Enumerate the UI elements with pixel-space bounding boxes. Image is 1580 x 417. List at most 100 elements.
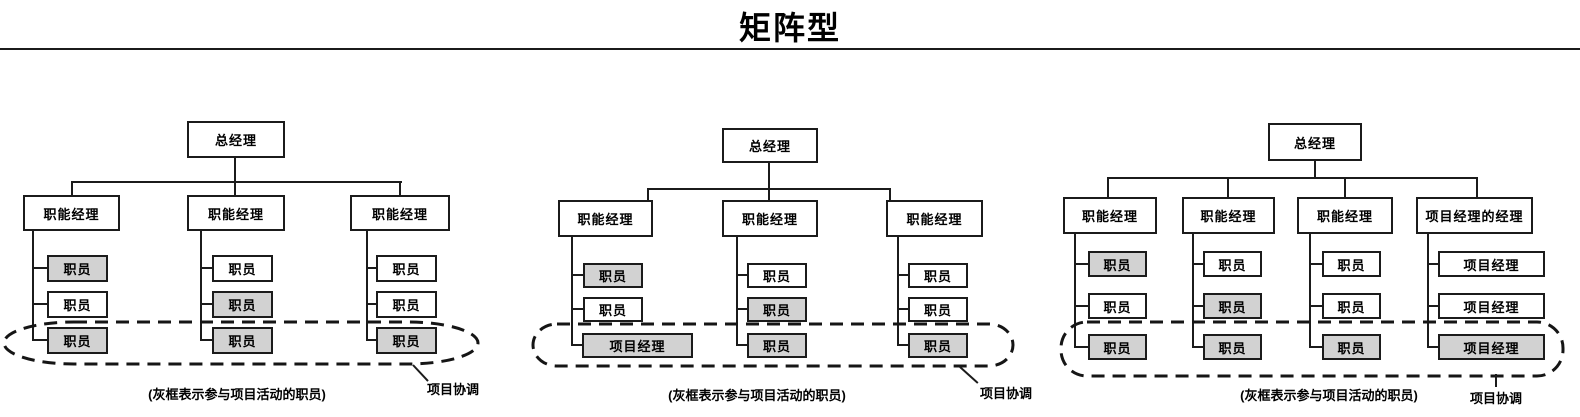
connector-line [32, 339, 47, 341]
connector-line [32, 303, 47, 305]
connector-line [366, 231, 368, 341]
org-box-staff: 职员 [212, 255, 273, 282]
org-box-staff: 职员 [1322, 251, 1381, 277]
connector-line [1476, 177, 1478, 197]
connector-line [1427, 263, 1438, 265]
org-box-manager: 职能经理 [350, 195, 450, 231]
org-box-manager: 项目经理的经理 [1416, 197, 1533, 234]
project-coordination-outline [531, 322, 1015, 368]
org-box-project-manager: 项目经理 [1438, 251, 1545, 277]
connector-line [1107, 177, 1109, 197]
connector-line [571, 308, 584, 310]
connector-line [1309, 263, 1322, 265]
org-box-manager: 职能经理 [1297, 197, 1393, 234]
connector-line [200, 267, 212, 269]
connector-line [1192, 346, 1203, 348]
connector-line [1192, 305, 1203, 307]
org-box-staff: 职员 [47, 255, 108, 282]
connector-line [200, 339, 212, 341]
org-box-staff: 职员 [1203, 293, 1262, 319]
connector-line [366, 267, 377, 269]
org-box-staff: 职员 [1322, 334, 1381, 360]
coordination-label: 项目协调 [980, 386, 1033, 401]
connector-line [736, 308, 748, 310]
connector-line [71, 181, 402, 183]
org-box-staff: 职员 [47, 327, 108, 354]
title-underline [0, 48, 1580, 50]
org-box-staff: 职员 [908, 297, 968, 322]
connector-line [32, 267, 47, 269]
connector-line [768, 163, 770, 201]
connector-line [200, 231, 202, 341]
connector-line [200, 303, 212, 305]
org-box-manager: 职能经理 [1063, 197, 1157, 234]
org-box-staff: 职员 [747, 297, 807, 322]
connector-line [1427, 346, 1438, 348]
connector-line [1309, 305, 1322, 307]
org-box-staff: 职员 [1203, 334, 1262, 360]
connector-line [1309, 234, 1311, 348]
org-box-staff: 职员 [376, 291, 437, 318]
org-box-manager: 职能经理 [558, 200, 653, 237]
connector-line [1074, 346, 1088, 348]
connector-line [1427, 234, 1429, 348]
connector-line [571, 344, 583, 346]
connector-line [736, 274, 748, 276]
connector-line [1314, 161, 1316, 179]
connector-line [71, 181, 73, 195]
connector-line [234, 158, 236, 195]
connector-line [366, 339, 377, 341]
connector-line [1074, 263, 1088, 265]
connector-line [571, 237, 573, 346]
connector-line [1074, 234, 1076, 348]
leader-line [1495, 374, 1497, 387]
connector-line [399, 181, 401, 195]
connector-line [897, 344, 909, 346]
connector-line [1192, 263, 1203, 265]
connector-line [1107, 177, 1478, 179]
connector-line [647, 188, 649, 201]
connector-line [1427, 305, 1438, 307]
org-box-staff: 职员 [747, 333, 807, 358]
legend-caption: (灰框表示参与项目活动的职员) [1240, 388, 1418, 403]
org-box-staff: 职员 [1322, 293, 1381, 319]
legend-caption: (灰框表示参与项目活动的职员) [668, 388, 846, 403]
org-box-staff: 职员 [376, 255, 437, 282]
connector-line [32, 231, 34, 341]
connector-line [1192, 234, 1194, 348]
org-box-staff: 职员 [47, 291, 108, 318]
org-box-general-manager: 总经理 [1268, 123, 1362, 161]
org-box-general-manager: 总经理 [722, 128, 818, 163]
org-box-project-manager: 项目经理 [582, 333, 693, 358]
org-box-staff: 职员 [583, 263, 643, 288]
connector-line [571, 274, 584, 276]
org-box-project-manager: 项目经理 [1438, 334, 1545, 360]
org-box-staff: 职员 [747, 263, 807, 288]
page-title: 矩阵型 [738, 10, 841, 46]
connector-line [889, 188, 891, 201]
org-box-manager: 职能经理 [1182, 197, 1275, 234]
org-box-project-manager: 项目经理 [1438, 293, 1545, 319]
org-box-manager: 职能经理 [187, 195, 285, 231]
org-box-staff: 职员 [212, 327, 273, 354]
org-box-manager: 职能经理 [886, 200, 983, 237]
org-box-staff: 职员 [583, 297, 643, 322]
connector-line [1344, 177, 1346, 197]
org-box-staff: 职员 [212, 291, 273, 318]
connector-line [366, 303, 377, 305]
org-box-staff: 职员 [1088, 334, 1147, 360]
project-coordination-outline [2, 320, 480, 366]
org-box-staff: 职员 [1088, 293, 1147, 319]
connector-line [736, 237, 738, 346]
org-box-staff: 职员 [1088, 251, 1147, 277]
connector-line [897, 308, 909, 310]
connector-line [897, 237, 899, 346]
connector-line [1074, 305, 1088, 307]
org-box-staff: 职员 [908, 333, 968, 358]
org-box-staff: 职员 [1203, 251, 1262, 277]
coordination-label: 项目协调 [1470, 391, 1523, 406]
project-coordination-outline [1059, 320, 1565, 378]
org-box-manager: 职能经理 [23, 195, 120, 231]
connector-line [1227, 177, 1229, 197]
legend-caption: (灰框表示参与项目活动的职员) [148, 387, 326, 402]
